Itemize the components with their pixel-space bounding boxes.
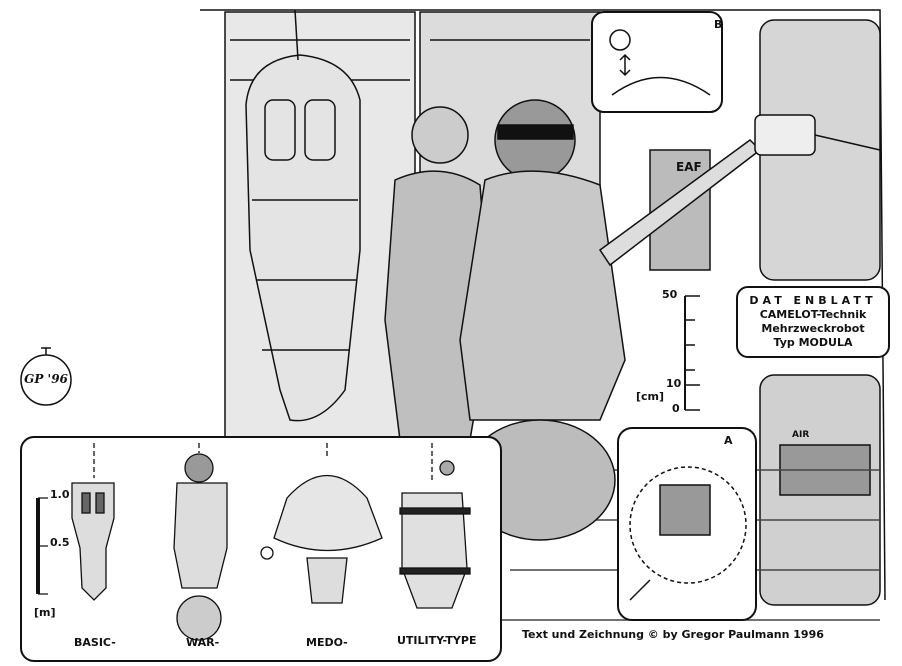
robot-types-panel: 1.0 0.5 [m] BASIC- WAR- MEDO- UTILITY-TY…: [20, 436, 502, 662]
meter-scale-unit: [m]: [34, 606, 56, 619]
datasheet-line1: CAMELOT-Technik: [759, 308, 867, 321]
cm-scale-0: 0: [672, 402, 680, 415]
type-label-war: WAR-: [186, 636, 220, 649]
type-label-medo: MEDO-: [306, 636, 348, 649]
cm-scale: [684, 295, 700, 411]
wall-panel-label: EAF: [676, 160, 702, 174]
detail-inset-a: [617, 427, 757, 621]
datasheet-line2: Mehrzweckrobot: [761, 322, 865, 335]
type-label-utility: UTILITY-TYPE: [397, 634, 477, 647]
datasheet-title: DAT ENBLATT: [749, 294, 877, 307]
modula-robot: [459, 99, 881, 541]
type-label-basic: BASIC-: [74, 636, 116, 649]
air-vent-label: AIR: [792, 430, 810, 440]
cm-scale-50: 50: [662, 288, 678, 301]
cm-scale-unit: [cm]: [636, 390, 665, 403]
datasheet-box: DAT ENBLATT CAMELOT-Technik Mehrzweckrob…: [736, 286, 890, 358]
detail-inset-b: [591, 11, 723, 113]
credit-line: Text und Zeichnung © by Gregor Paulmann …: [522, 628, 824, 641]
inset-a-label: A: [724, 434, 733, 447]
cm-scale-10: 10: [666, 377, 682, 390]
inset-b-label: B: [714, 18, 723, 31]
signature-seal: [20, 347, 72, 406]
meter-scale-0-5: 0.5: [50, 536, 70, 549]
robot-types-drawing: [36, 443, 471, 641]
datasheet-line3: Typ MODULA: [773, 336, 853, 349]
hanging-robot-module: [245, 9, 361, 422]
meter-scale-1-0: 1.0: [50, 488, 70, 501]
signature-text: GP '96: [24, 372, 68, 386]
